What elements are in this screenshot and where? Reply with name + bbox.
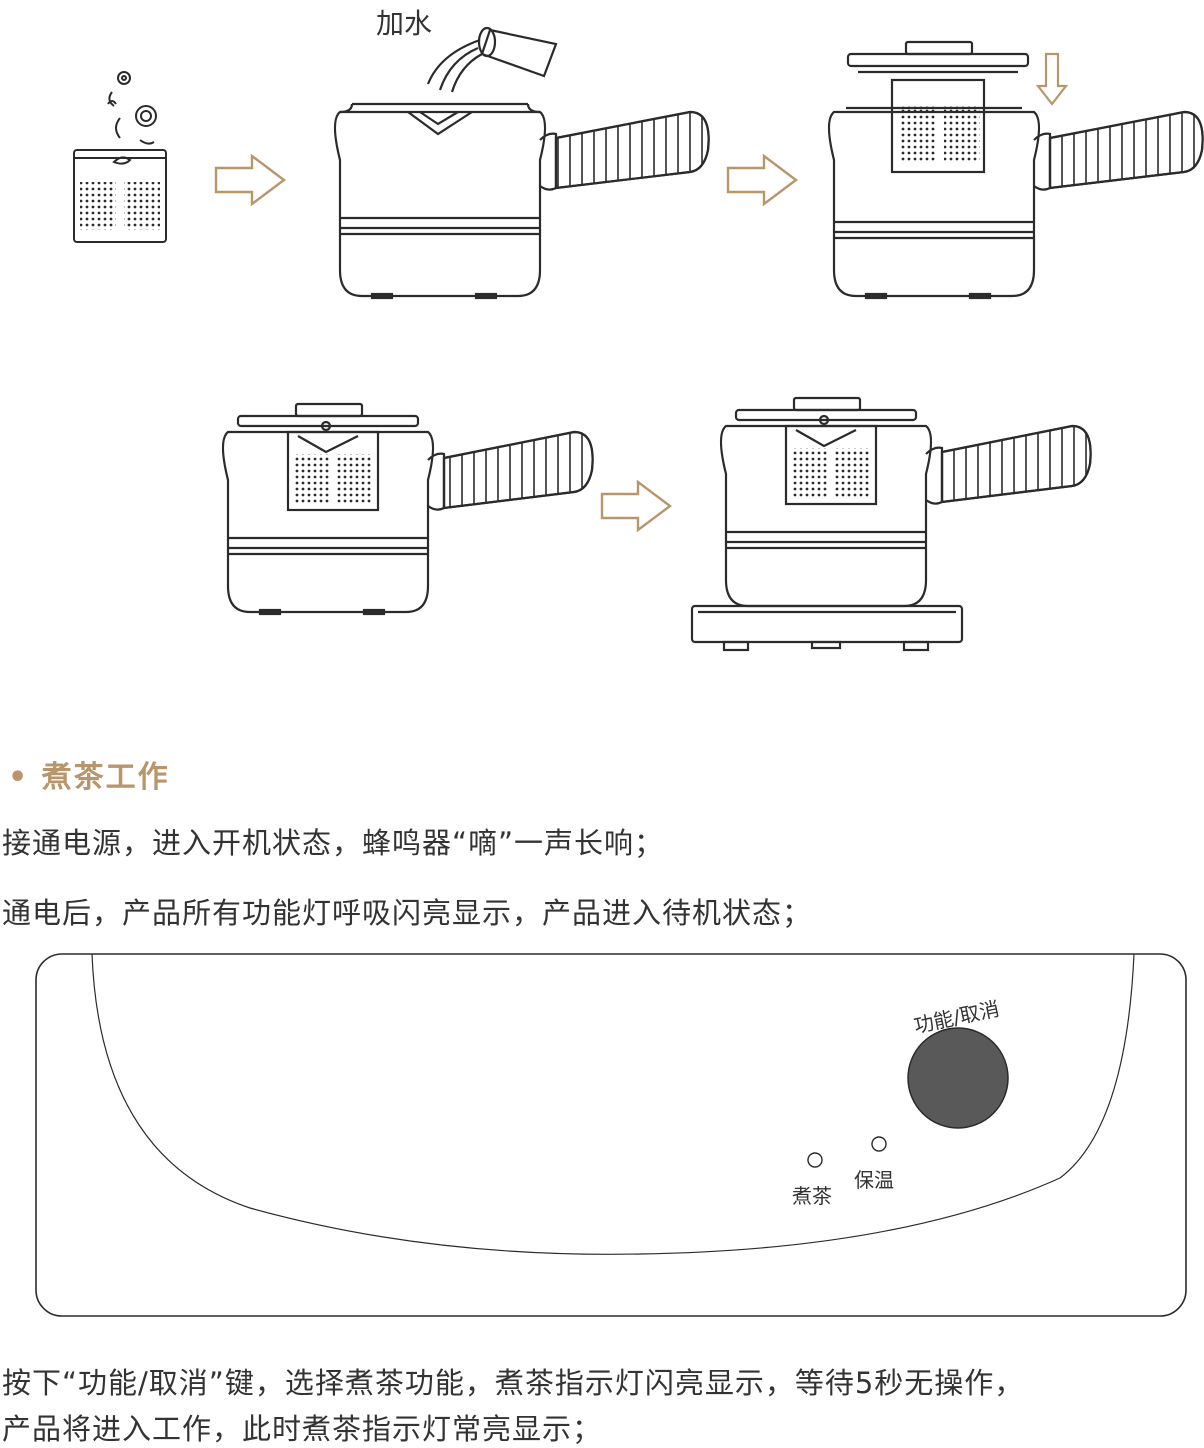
section-heading-brew-tea: • 煮茶工作: [8, 760, 170, 795]
right-arrow-icon-2: [726, 153, 798, 207]
down-arrow-icon: [1035, 52, 1069, 106]
paragraph-select-tea-line2: 产品将进入工作，此时煮茶指示灯常亮显示；: [2, 1412, 603, 1446]
right-arrow-icon-3: [600, 479, 672, 533]
led-warm-label: 保温: [854, 1168, 894, 1192]
paragraph-select-tea-line1: 按下“功能/取消”键，选择煮茶功能，煮茶指示灯闪亮显示，等待5秒无操作，: [2, 1366, 1025, 1400]
pot-on-base: [690, 396, 1092, 652]
led-warm-indicator: [871, 1136, 887, 1152]
led-tea-label: 煮茶: [792, 1184, 832, 1208]
add-water-label: 加水: [376, 7, 433, 40]
pot-inserting-infuser: [827, 40, 1204, 300]
infuser-with-leaves: [73, 71, 167, 243]
led-tea-indicator: [807, 1152, 823, 1168]
function-cancel-button: [907, 1027, 1009, 1129]
pot-adding-water: [333, 26, 710, 300]
right-arrow-icon-1: [214, 153, 286, 207]
paragraph-power-on: 接通电源，进入开机状态，蜂鸣器“嘀”一声长响；: [2, 826, 665, 860]
tea-brewing-steps-illustration: [73, 26, 1204, 652]
pot-assembled: [221, 402, 594, 616]
control-panel-diagram: 功能/取消: [35, 953, 1187, 1317]
paragraph-standby: 通电后，产品所有功能灯呼吸闪亮显示，产品进入待机状态；: [2, 896, 813, 930]
